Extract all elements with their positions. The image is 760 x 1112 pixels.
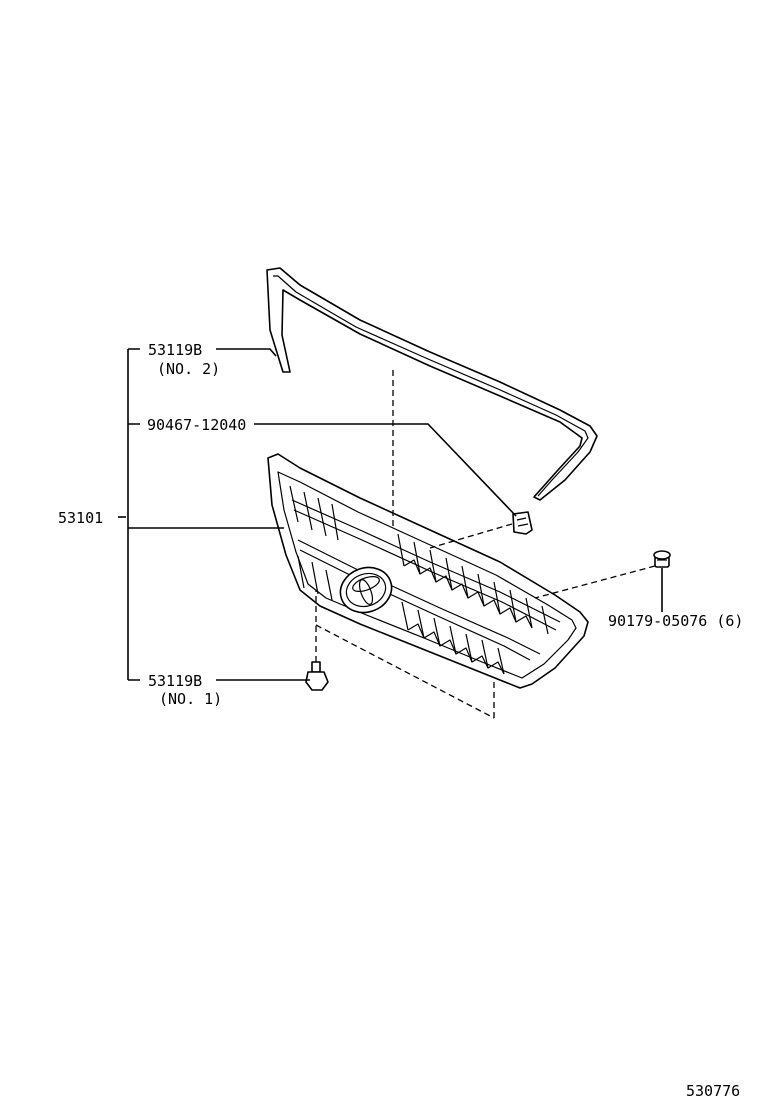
guide-nut (534, 565, 656, 599)
molding-no1-fastener (305, 661, 329, 691)
label-molding-no1-note: (NO. 1) (159, 690, 222, 708)
leader-clip (254, 423, 517, 517)
emblem-icon (339, 566, 393, 614)
grille-assembly (267, 453, 589, 689)
label-molding-no2-part: 53119B (148, 341, 202, 359)
label-molding-no1-part: 53119B (148, 672, 202, 690)
leader-molding-no2 (216, 348, 277, 357)
illustration-number: 530776 (686, 1082, 740, 1100)
label-nut-part: 90179-05076 (6) (608, 612, 743, 630)
bracket-53101 (127, 348, 140, 681)
label-molding-no2-note: (NO. 2) (157, 360, 220, 378)
label-grille-assy-part: 53101 (58, 509, 103, 527)
guide-clip (429, 523, 513, 549)
clip-part (512, 511, 533, 535)
guide-fastener-diagonal (315, 624, 495, 719)
molding-no2 (266, 267, 598, 501)
nut-part (653, 550, 671, 568)
label-clip-part: 90467-12040 (147, 416, 246, 434)
